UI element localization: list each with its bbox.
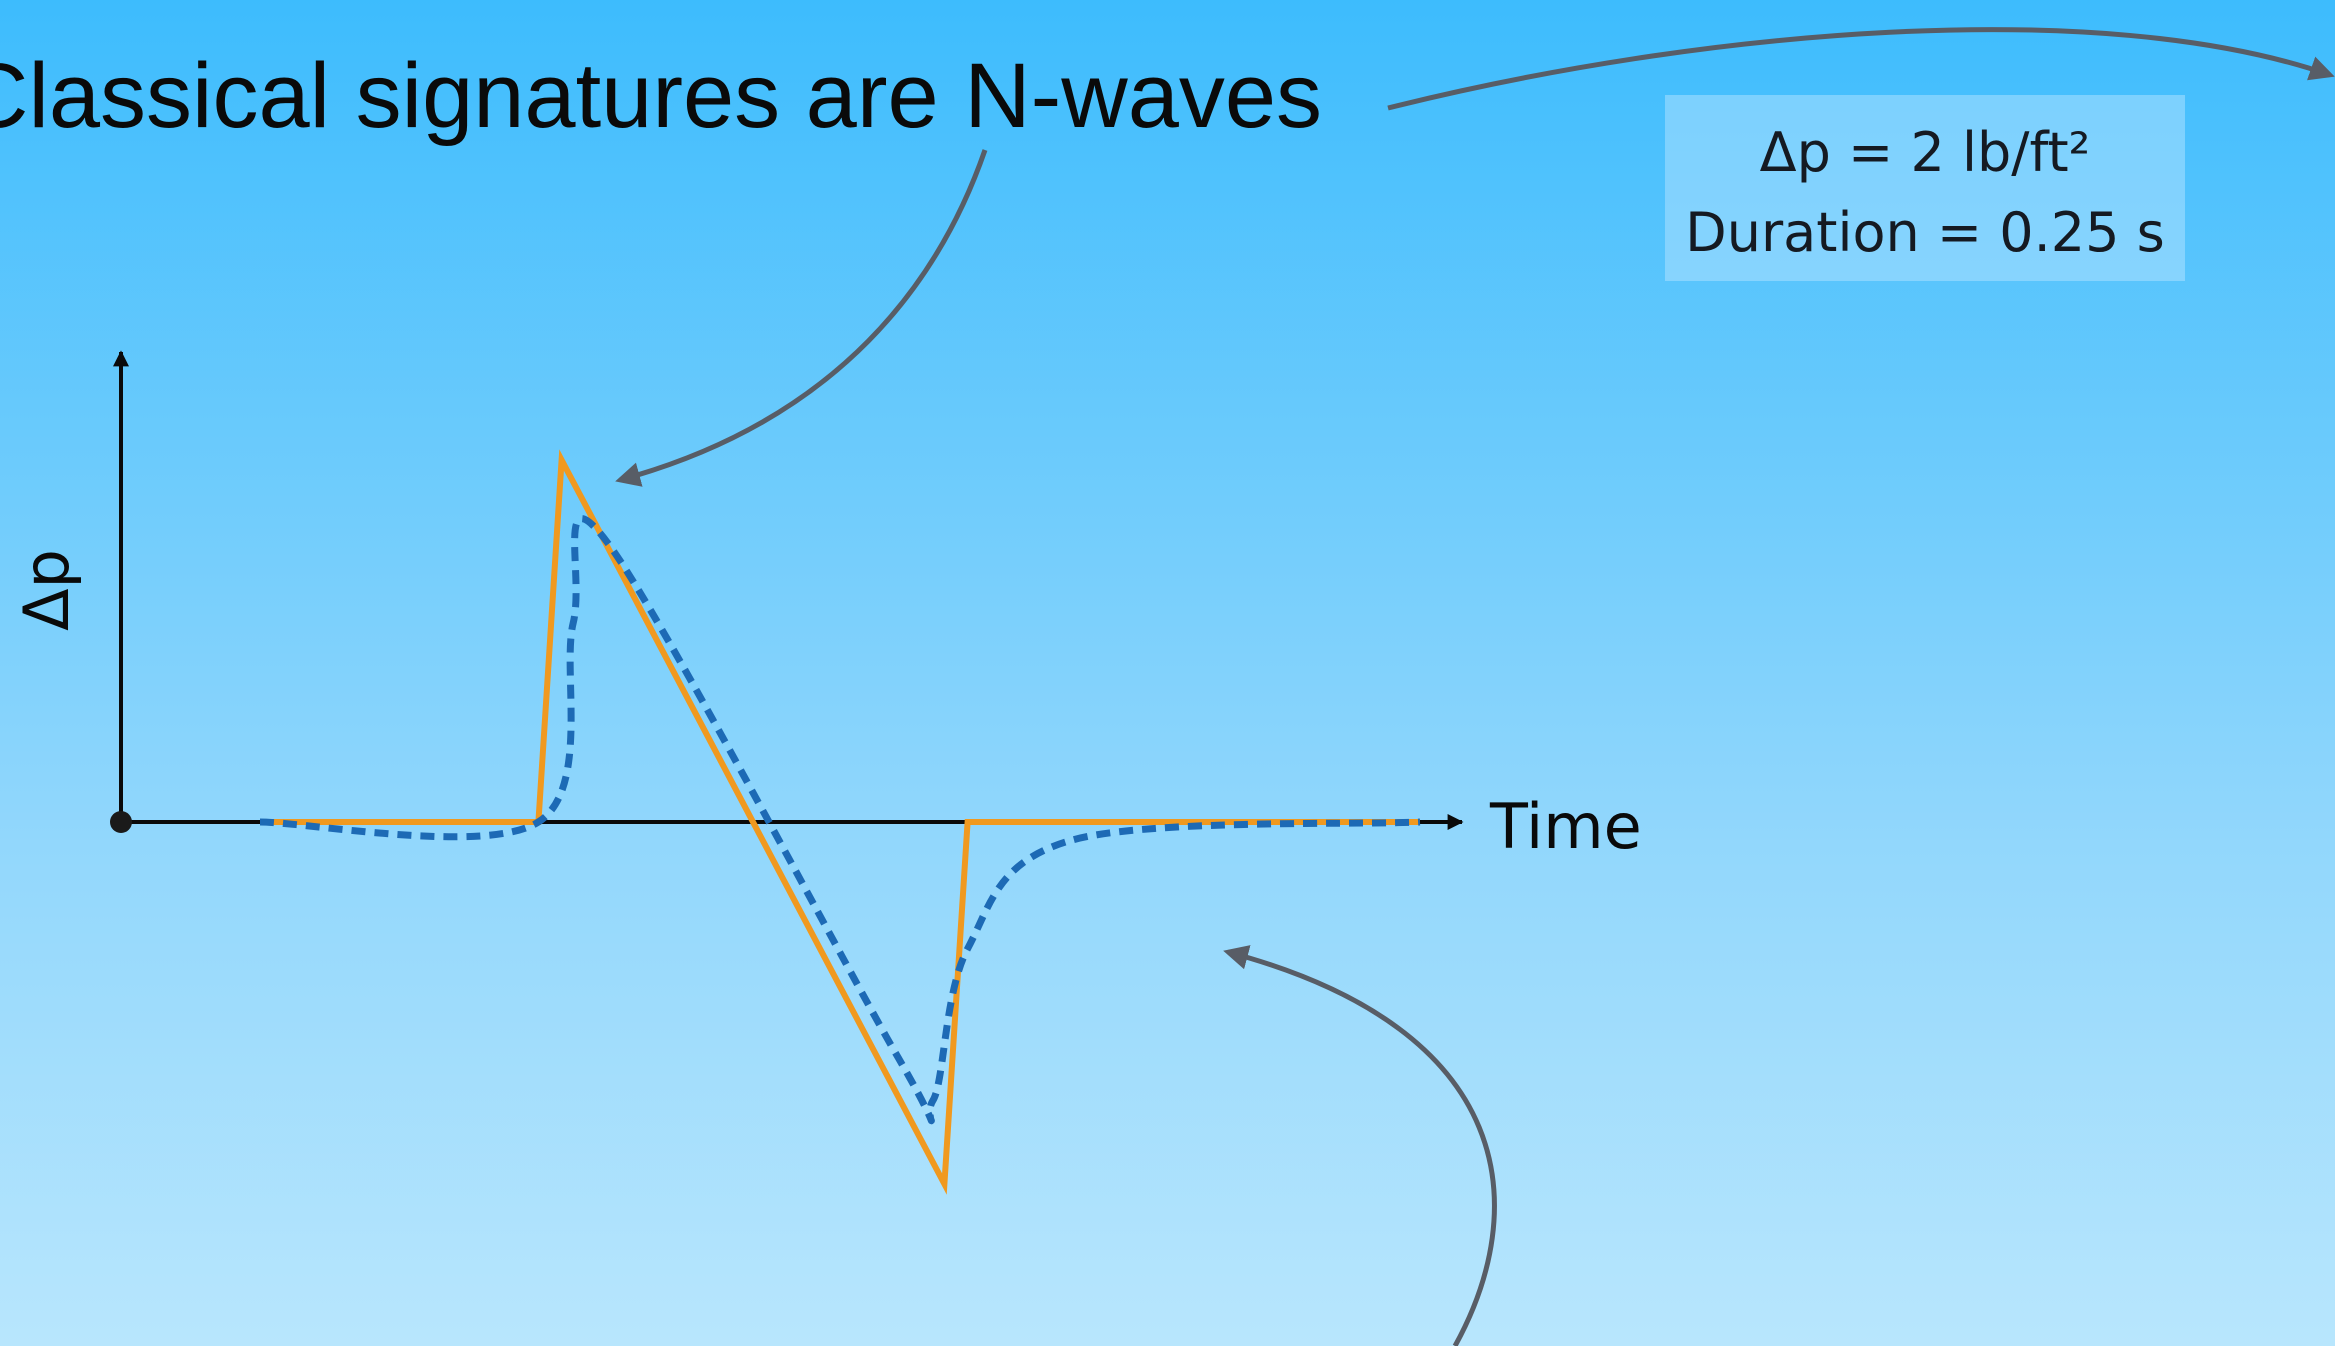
annotation-arrow-to-rounded-dip: [1223, 945, 1497, 1346]
annotation-arrow-to-right: [1387, 27, 2335, 111]
slide-title: Classical signatures are N-waves: [0, 45, 1323, 147]
y-axis-label: Δp: [10, 549, 83, 631]
origin-dot: [110, 811, 132, 833]
duration-value: Duration = 0.25 s: [1685, 201, 2165, 264]
parameter-box: Δp = 2 lb/ft² Duration = 0.25 s: [1665, 95, 2185, 281]
rounded-signature-line: [259, 515, 1421, 1125]
classical-nwave-line: [260, 449, 1420, 1195]
pressure-value: Δp = 2 lb/ft²: [1759, 121, 2091, 184]
annotation-arrow-title-to-peak: [615, 149, 988, 487]
x-axis-label: Time: [1489, 790, 1642, 863]
